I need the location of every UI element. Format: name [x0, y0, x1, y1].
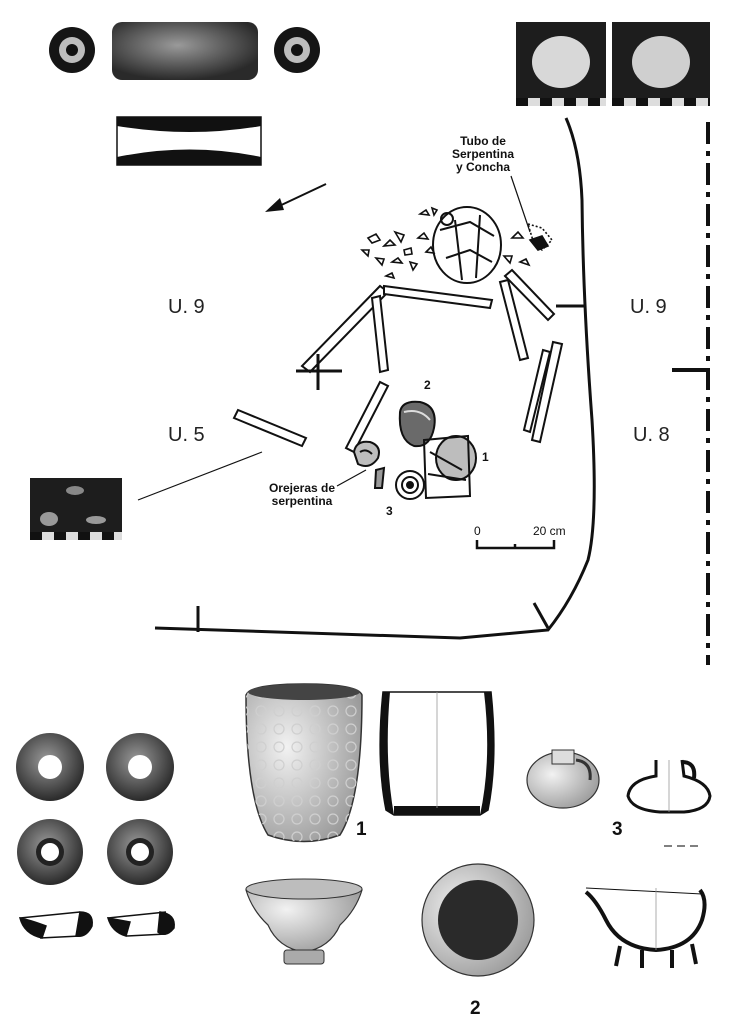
vessel-1-photo — [245, 683, 363, 843]
tubo-line-1: Tubo de — [460, 134, 506, 148]
figure-number-3: 3 — [612, 819, 623, 840]
tube-photo-left — [516, 22, 606, 106]
orejeras-annotation: Orejeras de serpentina — [262, 482, 342, 508]
north-arrow — [265, 183, 327, 212]
vessel-3-photo — [526, 749, 600, 809]
scale-start-label: 0 — [474, 524, 481, 538]
figure-number-1: 1 — [356, 819, 367, 840]
scale-bar — [475, 540, 556, 550]
vessel-3-section — [626, 759, 712, 814]
pit-boundary — [154, 117, 596, 640]
vessel-1-plan — [422, 434, 477, 500]
long-bones — [232, 268, 564, 454]
tube-section-drawing — [116, 116, 262, 166]
vessel-2-photo-side — [245, 878, 363, 965]
unit-label-u9-left: U. 9 — [168, 296, 205, 318]
vessel-number-1: 1 — [482, 450, 489, 464]
vessel-2-section — [584, 887, 707, 968]
scale-end-label: 20 cm — [533, 524, 566, 538]
tube-end-left-photo — [49, 27, 95, 73]
earspool-photo-inset — [30, 478, 122, 540]
vessel-number-3: 3 — [386, 504, 393, 518]
tubo-line-2: Serpentina — [451, 147, 514, 161]
vessel-2-plan — [398, 400, 436, 448]
tubo-line-3: y Concha — [455, 160, 510, 174]
unit-label-u8: U. 8 — [633, 424, 670, 446]
tube-side-photo — [112, 22, 258, 80]
vessel-number-2: 2 — [424, 378, 431, 392]
orejeras-line-1: Orejeras de — [268, 481, 336, 495]
vessel-2-photo-top — [421, 863, 535, 977]
tube-photo-right — [612, 22, 710, 106]
unit-label-u9-right: U. 9 — [630, 296, 667, 318]
vessel-3-plan — [395, 470, 425, 500]
earspools-plan — [352, 440, 386, 489]
tube-end-right-photo — [274, 27, 320, 73]
tubo-annotation: Tubo de Serpentina y Concha — [446, 135, 520, 174]
earspool-sections — [18, 911, 175, 939]
datum-cross — [296, 354, 342, 390]
unit-label-u5: U. 5 — [168, 424, 205, 446]
skull-drawing — [432, 206, 502, 284]
figure-number-2: 2 — [470, 998, 481, 1019]
orejeras-line-2: serpentina — [271, 494, 333, 508]
dash-dot-boundary — [672, 122, 710, 665]
leader-lines — [137, 175, 531, 501]
vessel-1-section — [379, 691, 495, 816]
bone-fragments — [360, 206, 554, 280]
earspool-photos — [16, 733, 174, 885]
